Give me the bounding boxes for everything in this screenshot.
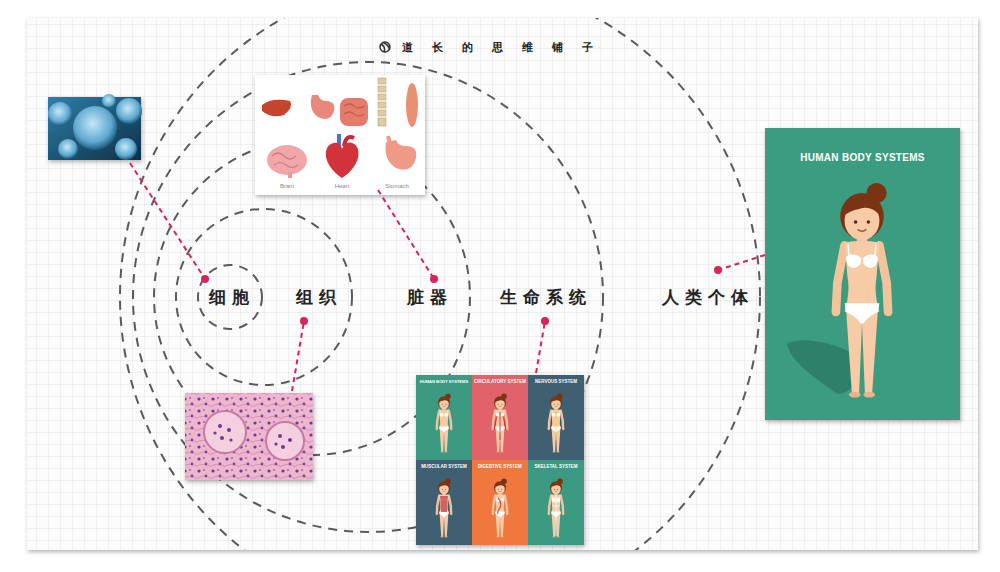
system-tile: NERVOUS SYSTEM bbox=[528, 375, 584, 460]
level-label: 组织 bbox=[290, 287, 342, 307]
page-title: 道长的思维铺子 bbox=[402, 41, 612, 54]
system-tile: SKELETAL SYSTEM bbox=[528, 460, 584, 545]
system-tile: MUSCULAR SYSTEM bbox=[416, 460, 472, 545]
organ-chart: Brain Heart Stomach bbox=[255, 75, 425, 195]
tile-title: CIRCULATORY SYSTEM bbox=[474, 380, 526, 385]
tissue-micrograph bbox=[185, 393, 313, 480]
level-label: 人类个体 bbox=[656, 287, 754, 307]
organ-name: Heart bbox=[335, 183, 350, 190]
level-label: 脏器 bbox=[401, 287, 453, 307]
level-label: 细胞 bbox=[203, 287, 255, 307]
leader-dots bbox=[201, 266, 722, 325]
tile-title: NERVOUS SYSTEM bbox=[535, 380, 577, 385]
level-label: 生命系统 bbox=[494, 287, 592, 307]
body-poster: HUMAN BODY SYSTEMS bbox=[765, 128, 960, 420]
system-tiles bbox=[416, 375, 584, 545]
grid-frame bbox=[27, 18, 978, 550]
organ-picture bbox=[255, 75, 425, 195]
organ-name: Brain bbox=[280, 183, 294, 190]
leader-lines bbox=[130, 163, 765, 391]
organ-name: Stomach bbox=[385, 183, 409, 190]
tile-title: SKELETAL SYSTEM bbox=[534, 465, 577, 470]
poster-title: HUMAN BODY SYSTEMS bbox=[800, 152, 925, 163]
tile-title: MUSCULAR SYSTEM bbox=[421, 465, 467, 470]
system-tile: CIRCULATORY SYSTEM bbox=[472, 375, 528, 460]
system-tile: HUMAN BODY SYSTEMS bbox=[416, 375, 472, 460]
logo-icon bbox=[380, 42, 390, 52]
cell-bubbles bbox=[48, 94, 142, 160]
cell-photo bbox=[48, 97, 141, 160]
system-tile: DIGESTIVE SYSTEM bbox=[472, 460, 528, 545]
body-poster bbox=[765, 128, 960, 420]
level-rings bbox=[120, 18, 760, 550]
tile-title: HUMAN BODY SYSTEMS bbox=[420, 380, 468, 384]
tile-title: DIGESTIVE SYSTEM bbox=[478, 465, 522, 470]
